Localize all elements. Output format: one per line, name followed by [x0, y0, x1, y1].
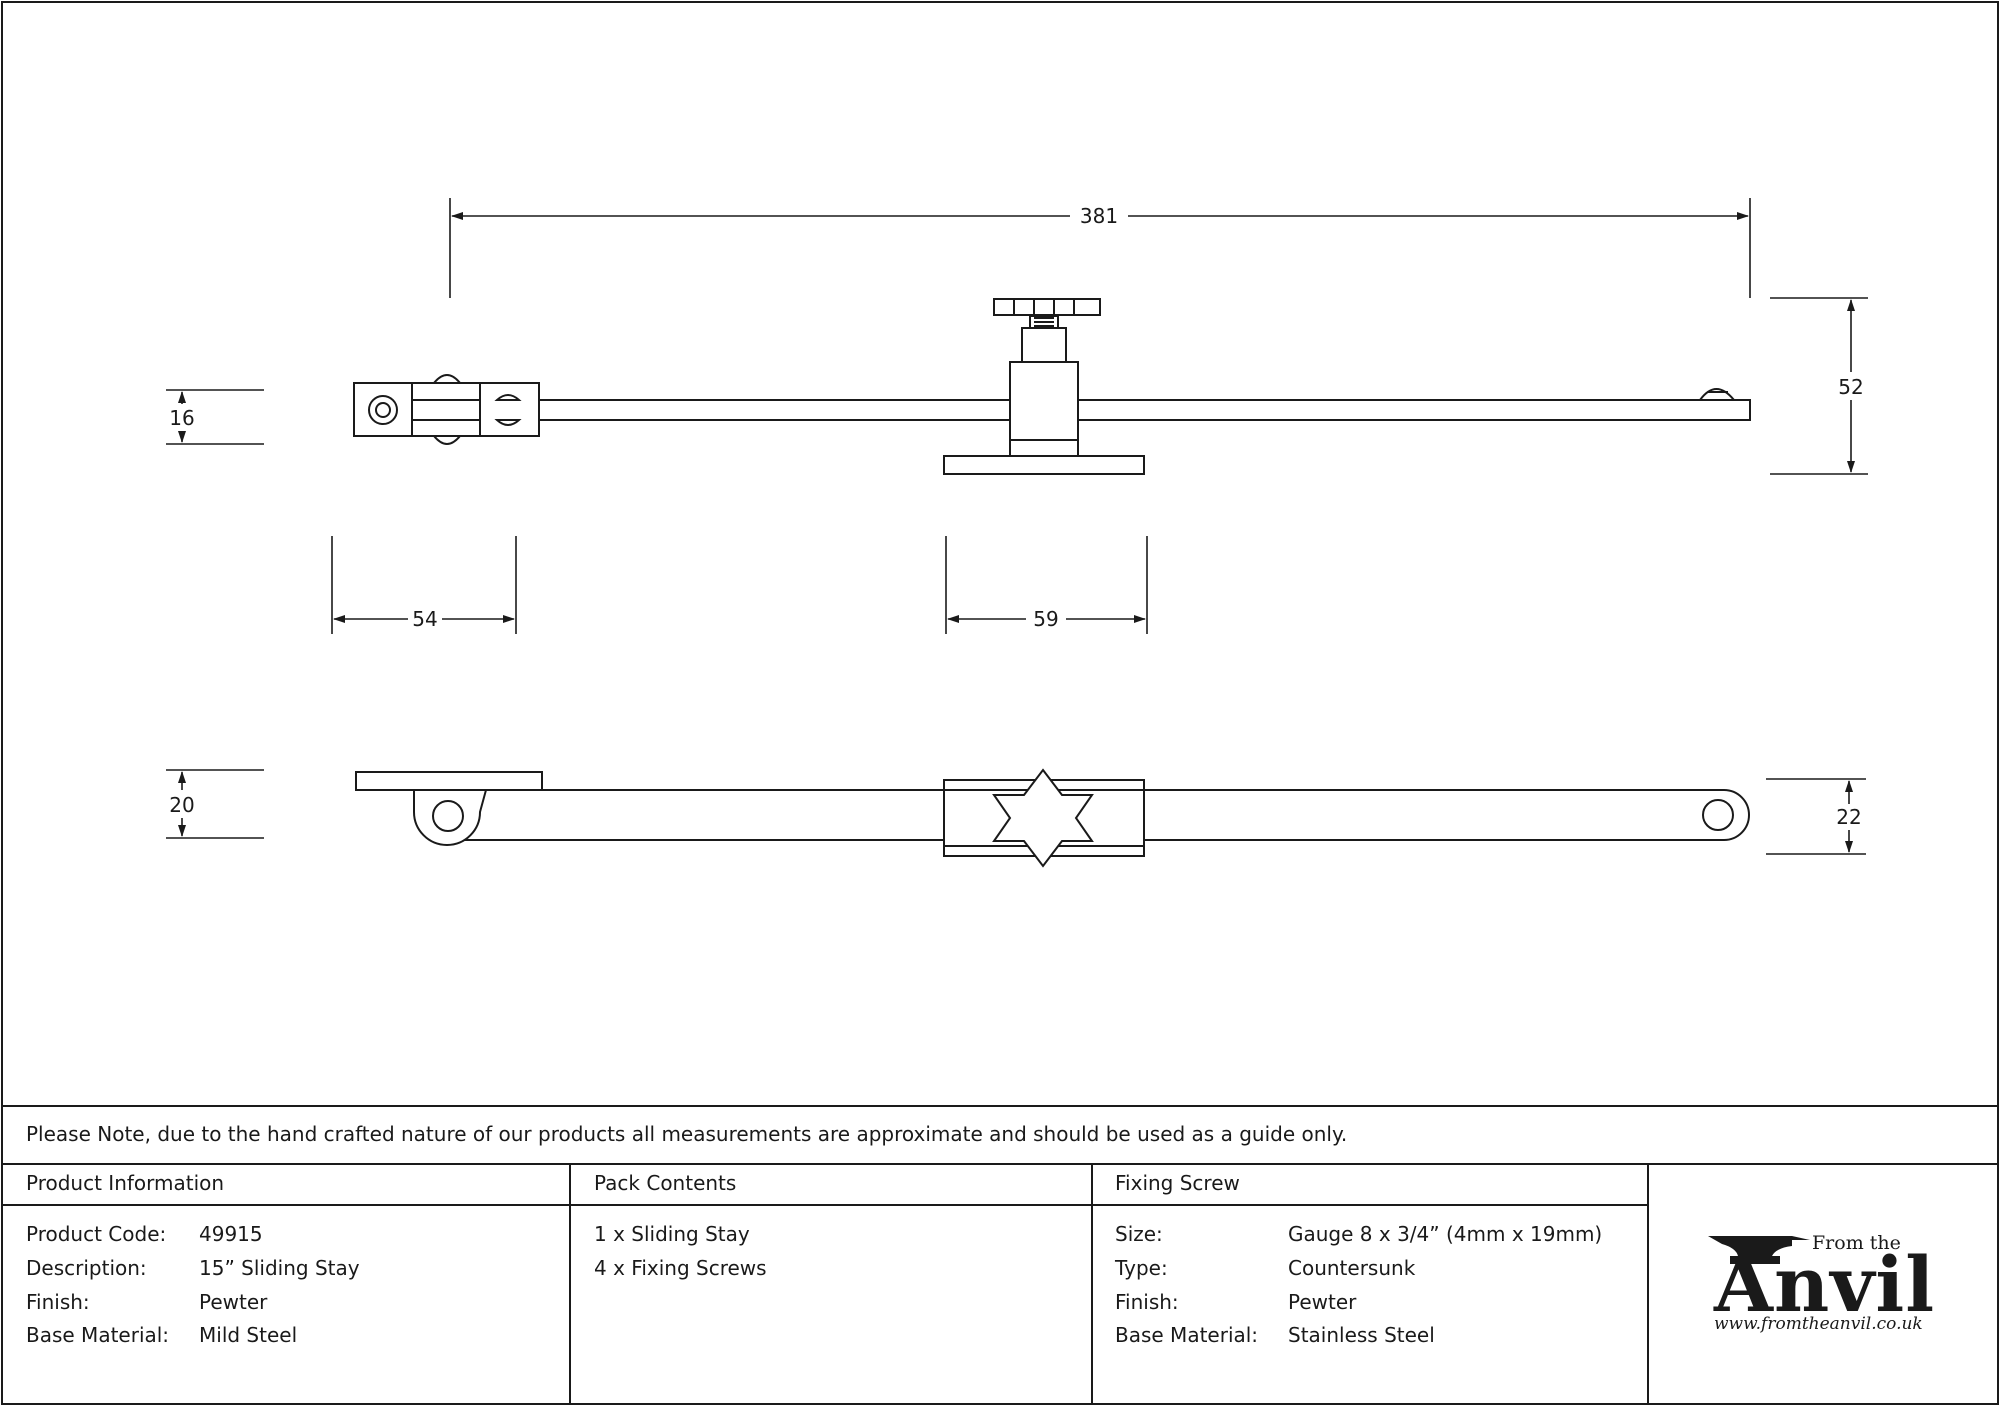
product-code-value: 49915: [199, 1222, 263, 1246]
screw-type-value: Countersunk: [1288, 1256, 1416, 1280]
measurement-note: Please Note, due to the hand crafted nat…: [26, 1122, 1348, 1146]
base-material-label: Base Material:: [26, 1323, 170, 1347]
screw-finish-label: Finish:: [1115, 1290, 1179, 1314]
pack-item: 4 x Fixing Screws: [594, 1256, 767, 1280]
screw-size-label: Size:: [1115, 1222, 1163, 1246]
description-label: Description:: [26, 1256, 147, 1280]
logo-url: www.fromtheanvil.co.uk: [1714, 1314, 1923, 1334]
pack-item: 1 x Sliding Stay: [594, 1222, 750, 1246]
screw-type-label: Type:: [1115, 1256, 1168, 1280]
dim-bar-height: 16: [169, 406, 194, 430]
logo-brand: Anvil: [1714, 1240, 1936, 1329]
fixing-screw-heading: Fixing Screw: [1115, 1171, 1240, 1195]
finish-label: Finish:: [26, 1290, 90, 1314]
base-material-value: Mild Steel: [199, 1323, 298, 1347]
dim-bracket-height: 20: [169, 793, 194, 817]
from-the-anvil-logo: From the Anvil www.fromtheanvil.co.uk: [1706, 1222, 1966, 1342]
dimension-lines: [166, 198, 1868, 855]
screw-size-value: Gauge 8 x 3/4” (4mm x 19mm): [1288, 1222, 1603, 1246]
screw-finish-value: Pewter: [1288, 1290, 1357, 1314]
dim-height-total: 52: [1838, 375, 1863, 399]
anvil-icon: [1708, 1236, 1810, 1264]
dim-end-width: 22: [1836, 805, 1861, 829]
info-table-grid: [2, 1105, 1998, 1404]
screw-material-value: Stainless Steel: [1288, 1323, 1435, 1347]
finish-value: Pewter: [199, 1290, 268, 1314]
logo-from-the: From the: [1812, 1232, 1901, 1254]
dim-base-plate-length: 59: [1033, 607, 1058, 631]
stay-top-view: [353, 298, 1751, 475]
screw-material-label: Base Material:: [1115, 1323, 1259, 1347]
pack-contents-heading: Pack Contents: [594, 1171, 737, 1195]
dim-overall-length: 381: [1080, 204, 1118, 228]
product-code-label: Product Code:: [26, 1222, 167, 1246]
description-value: 15” Sliding Stay: [199, 1256, 360, 1280]
dim-end-bracket-length: 54: [412, 607, 437, 631]
stay-side-view: [355, 768, 1750, 868]
product-information-heading: Product Information: [26, 1171, 225, 1195]
